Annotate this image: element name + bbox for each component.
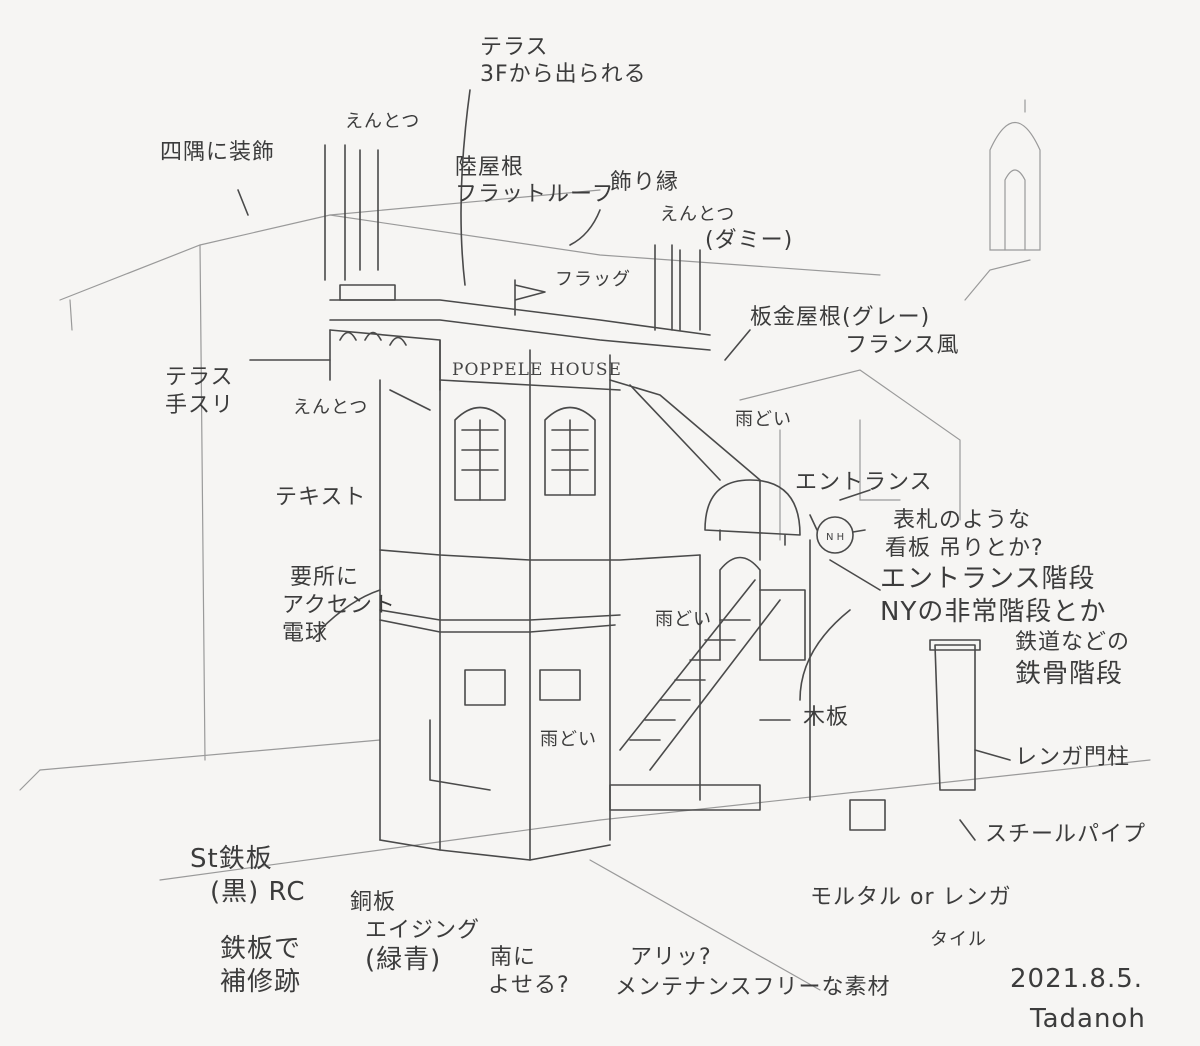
note-corner-decoration: 四隅に装飾	[160, 140, 276, 165]
note-terrace-3f: 3Fから出られる	[480, 62, 647, 87]
note-railway-sub: 鉄骨階段	[1015, 659, 1124, 689]
note-chimney-mid: えんとつ	[293, 397, 369, 418]
note-flag: フラッグ	[555, 269, 631, 290]
note-signature: Tadanoh	[1030, 1004, 1146, 1034]
note-text: テキスト	[275, 485, 367, 510]
window-lower-right	[539, 669, 581, 701]
note-chimney-dummy-sub: (ダミー)	[705, 228, 794, 253]
note-steel-plate-sub: (黒) RC	[210, 877, 306, 907]
note-sheet-metal-roof: 板金屋根(グレー)	[750, 305, 931, 330]
note-sign-sub: 看板 吊りとか?	[885, 536, 1044, 561]
bg-wall-left	[199, 244, 206, 761]
note-chimney-dummy: えんとつ	[660, 204, 736, 225]
brick-pillar	[934, 644, 976, 791]
note-entrance-stairs-sub: NYの非常階段とか	[880, 597, 1107, 627]
note-accent: 要所に	[290, 565, 360, 590]
bg-house-right	[739, 369, 961, 521]
note-terrace-rail: テラス	[165, 365, 234, 390]
note-flat-roof: 陸屋根	[455, 155, 525, 180]
terrace-parapet	[329, 299, 711, 336]
note-iron-plate: 鉄板で	[220, 934, 302, 964]
building-sign: POPPELE HOUSE	[452, 360, 622, 380]
window-upper-left	[454, 406, 506, 501]
note-south: 南に	[490, 945, 537, 970]
note-mortar: モルタル or レンガ	[810, 885, 1012, 910]
note-terrace: テラス	[480, 35, 549, 60]
note-entrance: エントランス	[795, 470, 933, 495]
chimney-right-1	[654, 244, 673, 331]
note-copper-plate-sub: エイジング	[365, 918, 481, 943]
note-sheet-metal-roof-sub: フランス風	[845, 333, 960, 358]
window-lower-left	[464, 669, 506, 706]
hanging-sign-text: N H	[826, 532, 844, 543]
door-sketch	[989, 121, 1041, 251]
note-brick-pillar: レンガ門柱	[1015, 745, 1131, 770]
note-steel-plate: St鉄板	[190, 844, 273, 874]
entrance-door	[719, 556, 761, 661]
note-gutter-low: 雨どい	[540, 729, 597, 750]
note-material: アリッ?	[630, 945, 712, 970]
note-cornice: 飾り縁	[610, 170, 680, 195]
note-copper-plate-sub2: (緑青)	[365, 945, 442, 975]
note-railway: 鉄道などの	[1015, 630, 1131, 655]
note-steel-pipe: スチールパイプ	[985, 822, 1147, 847]
note-date: 2021.8.5.	[1010, 964, 1144, 994]
entrance-awning	[704, 479, 801, 536]
note-wood-board: 木板	[803, 705, 850, 730]
stair-stringer-top	[619, 579, 756, 751]
note-flat-roof-sub: フラットルーフ	[455, 182, 615, 207]
hanging-sign-circle	[816, 516, 854, 554]
note-iron-plate-sub: 補修跡	[220, 967, 302, 997]
note-accent-sub2: 電球	[282, 621, 329, 646]
note-gutter-wall: 雨どい	[655, 609, 712, 630]
bg-roofline-left	[59, 189, 601, 301]
note-mortar-sub: タイル	[930, 929, 987, 950]
chimney-left-2	[359, 149, 379, 271]
note-terrace-rail-sub: 手スリ	[165, 393, 235, 418]
window-upper-right	[544, 406, 596, 496]
note-gutter-roof: 雨どい	[735, 409, 792, 430]
note-sign: 表札のような	[893, 508, 1032, 533]
note-accent-sub: アクセント	[282, 593, 396, 618]
chimney-left-1	[324, 144, 346, 281]
note-copper-plate: 銅板	[350, 890, 397, 915]
note-entrance-stairs: エントランス階段	[880, 564, 1096, 594]
note-south-sub: よせる?	[488, 973, 570, 998]
note-material-sub: メンテナンスフリーな素材	[615, 975, 891, 1000]
note-chimney-top: えんとつ	[345, 111, 421, 132]
mansard-roof	[609, 379, 761, 561]
